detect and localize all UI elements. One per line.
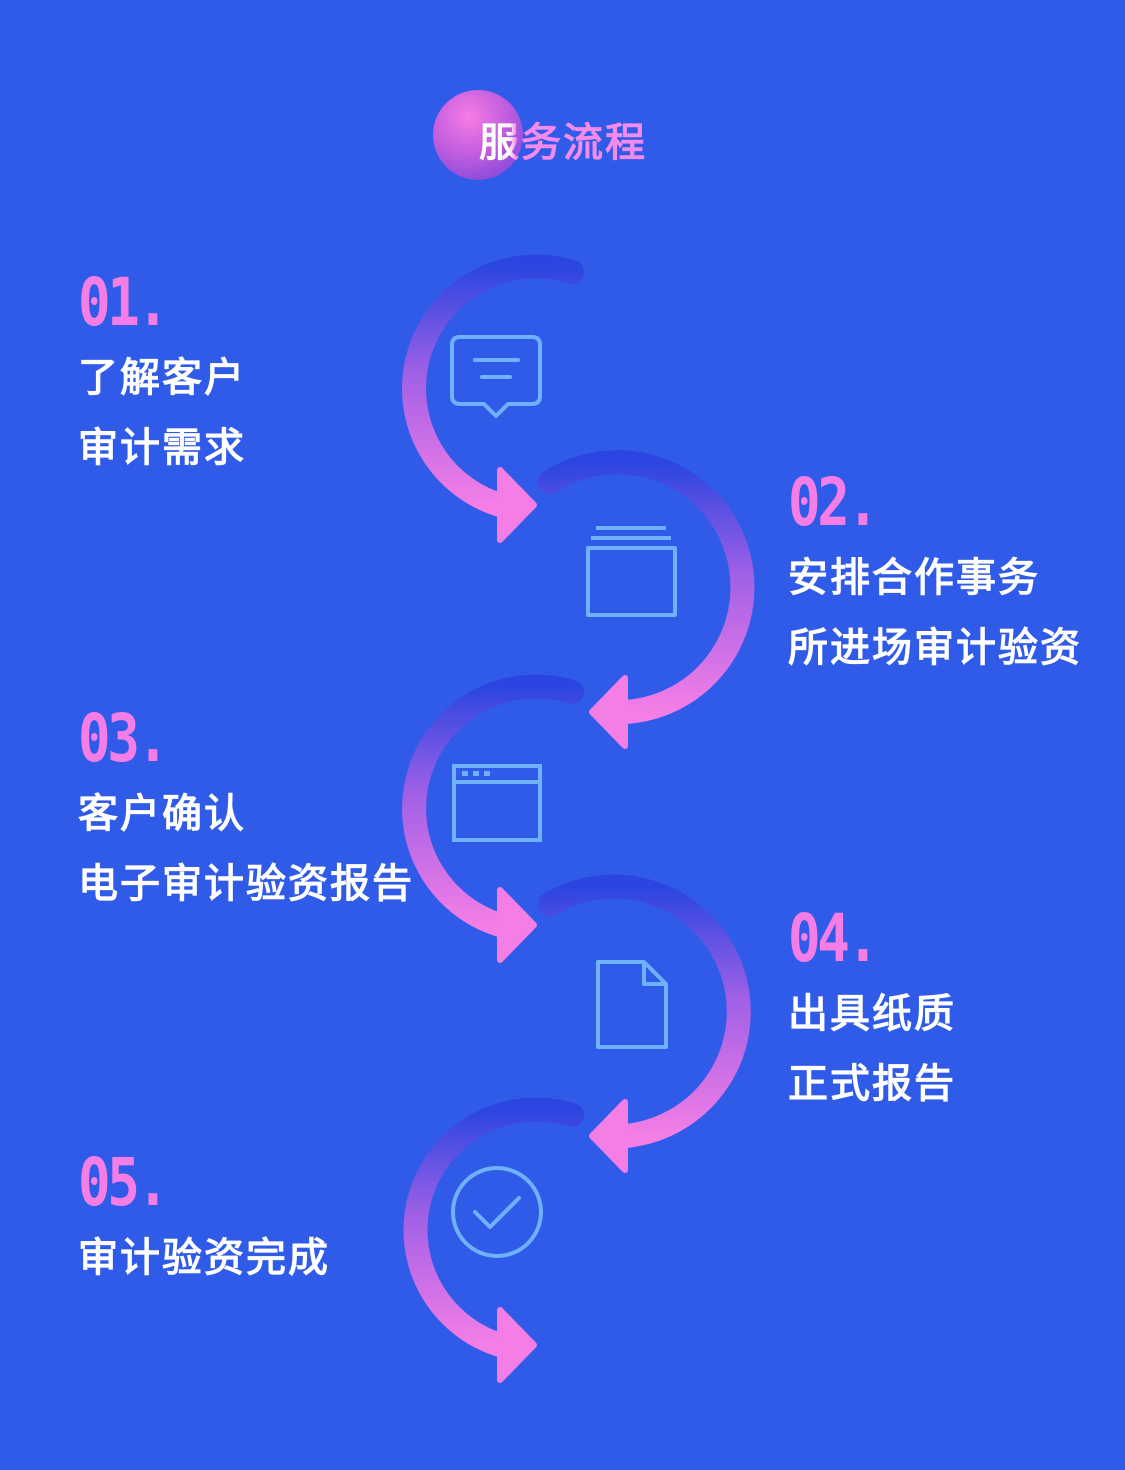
step-2: 02. 安排合作事务 所进场审计验资: [788, 464, 1082, 671]
browser-window-icon: [452, 764, 542, 842]
arrow-head-right-icon: [497, 1307, 537, 1383]
flow-arc-3: [402, 674, 584, 963]
chat-bubble-icon: [450, 335, 542, 418]
header-decor-ball: [433, 90, 523, 180]
step-number: 02.: [788, 464, 879, 541]
page-title: 服务流程: [479, 110, 647, 168]
step-number: 01.: [78, 264, 169, 341]
step-title: 出具纸质: [788, 991, 956, 1037]
step-subtitle: 电子审计验资报告: [78, 861, 414, 907]
header: 服务流程: [433, 90, 673, 182]
arrow-head-left-icon: [589, 1099, 628, 1173]
arrow-head-right-icon: [497, 467, 537, 543]
step-5: 05. 审计验资完成: [78, 1144, 330, 1281]
flow-arc-2: [538, 450, 755, 749]
document-icon: [596, 960, 668, 1049]
step-title: 审计验资完成: [78, 1235, 330, 1281]
flow-arc-5: [403, 1097, 584, 1383]
step-3: 03. 客户确认 电子审计验资报告: [78, 700, 414, 907]
arrow-head-left-icon: [589, 675, 628, 749]
folder-stack-icon: [586, 526, 677, 617]
step-subtitle: 审计需求: [78, 425, 246, 471]
step-title: 客户确认: [78, 791, 246, 837]
step-1: 01. 了解客户 审计需求: [78, 264, 246, 471]
step-title: 安排合作事务: [788, 555, 1040, 601]
step-number: 03.: [78, 700, 169, 777]
step-number: 05.: [78, 1144, 169, 1221]
step-title: 了解客户: [78, 355, 246, 401]
check-circle-icon: [451, 1166, 543, 1258]
arrow-head-right-icon: [497, 887, 537, 963]
step-subtitle: 所进场审计验资: [788, 625, 1082, 671]
flow-arc-1: [402, 254, 584, 543]
flow-arc-4: [538, 874, 751, 1173]
step-subtitle: 正式报告: [788, 1061, 956, 1107]
step-4: 04. 出具纸质 正式报告: [788, 900, 956, 1107]
step-number: 04.: [788, 900, 879, 977]
